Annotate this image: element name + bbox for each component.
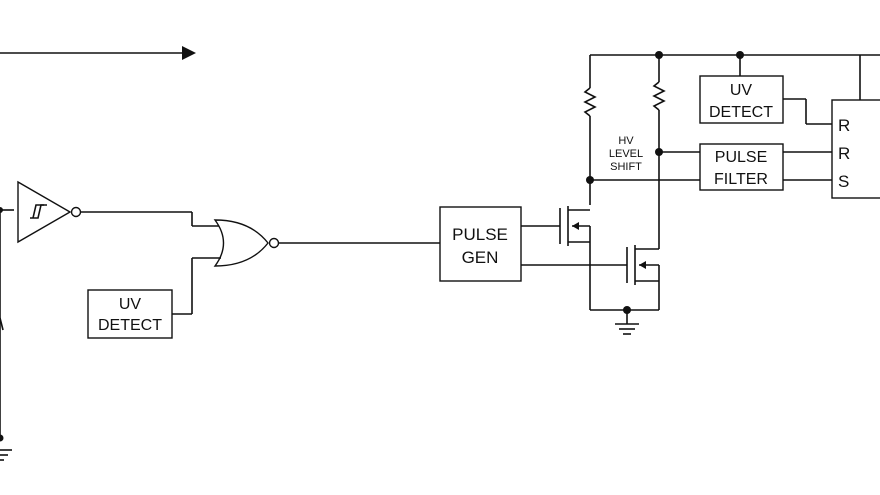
uv-detect-right-block: UV DETECT bbox=[699, 75, 784, 124]
pulse-filter-line2: FILTER bbox=[714, 171, 768, 188]
pulse-filter-line1: PULSE bbox=[715, 149, 767, 166]
uv-detect-left-line1: UV bbox=[119, 296, 142, 313]
hv-level-shift-line2: LEVEL bbox=[609, 148, 643, 160]
nmos-transistor-icon bbox=[559, 206, 591, 310]
uv-detect-right-line1: UV bbox=[730, 82, 753, 99]
left-edge-wiring bbox=[0, 207, 14, 461]
hv-level-shift-label: HV LEVEL SHIFT bbox=[609, 135, 643, 173]
hv-level-shift-line3: SHIFT bbox=[610, 161, 642, 173]
pulse-filter-block: PULSE FILTER bbox=[699, 143, 784, 191]
rs-latch-block: R R S bbox=[831, 99, 880, 199]
arrow-right-icon bbox=[0, 46, 196, 60]
resistor-icon bbox=[652, 55, 666, 244]
uv-detect-right-line2: DETECT bbox=[709, 104, 773, 121]
pulse-gen-block: PULSE GEN bbox=[439, 206, 522, 282]
uv-detect-left-block: UV DETECT bbox=[87, 289, 173, 339]
supply-rail bbox=[590, 51, 880, 100]
nmos-transistor-icon bbox=[626, 244, 660, 310]
latch-pin-s: S bbox=[838, 172, 849, 191]
schmitt-buffer-icon bbox=[17, 180, 82, 244]
latch-pin-r2: R bbox=[838, 144, 850, 163]
nor-gate-icon bbox=[213, 219, 280, 267]
pulse-gen-line2: GEN bbox=[462, 248, 499, 267]
uv-detect-left-line2: DETECT bbox=[98, 317, 162, 334]
ground-icon bbox=[590, 306, 659, 335]
hv-level-shift-line1: HV bbox=[618, 135, 634, 147]
latch-pin-r1: R bbox=[838, 116, 850, 135]
pulse-gen-line1: PULSE bbox=[452, 225, 508, 244]
resistor-icon bbox=[583, 55, 597, 205]
